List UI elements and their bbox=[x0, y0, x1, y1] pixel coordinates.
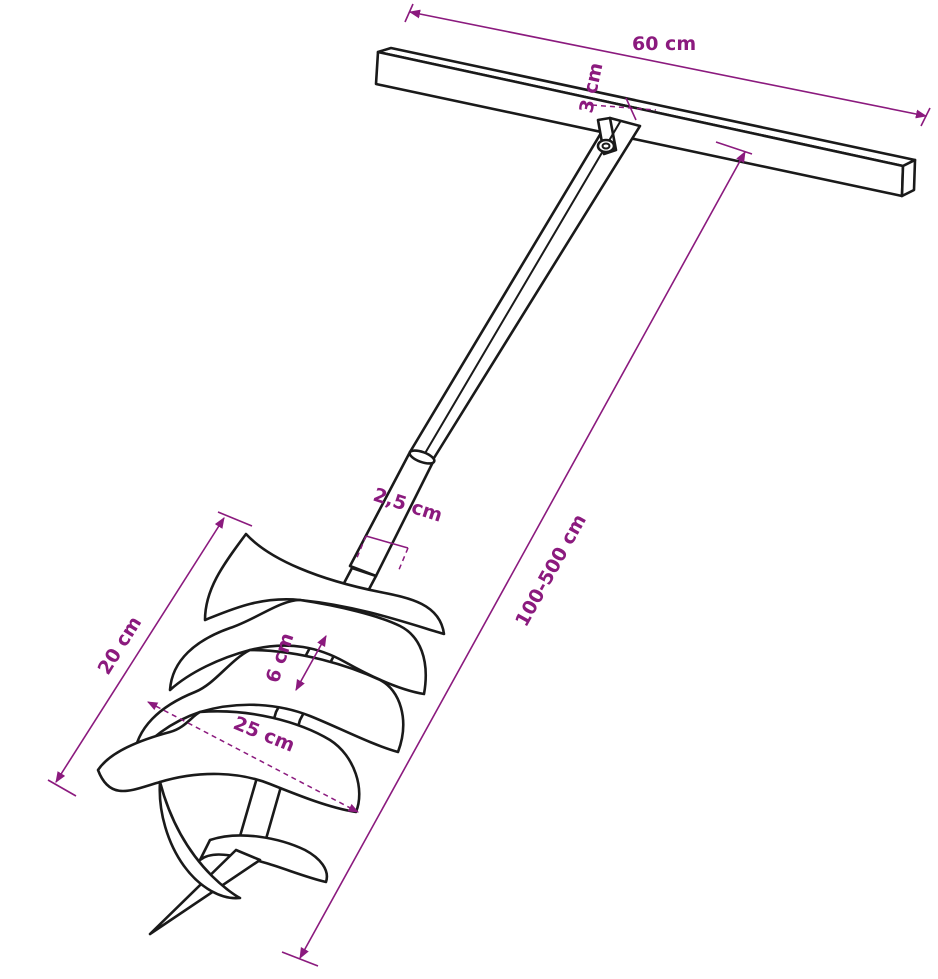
t-handle-crossbar bbox=[374, 46, 917, 198]
label-handle-width: 60 cm bbox=[632, 33, 696, 55]
dim-total-length-line bbox=[299, 151, 746, 959]
square-shaft bbox=[408, 116, 642, 460]
dim-auger-diameter-line bbox=[147, 701, 359, 813]
label-total-length: 100-500 cm bbox=[511, 511, 591, 631]
label-auger-length: 20 cm bbox=[94, 613, 147, 679]
dim-thickness-line bbox=[591, 104, 657, 111]
dim-handle-width-line bbox=[408, 9, 928, 119]
dimension-lines bbox=[47, 3, 931, 967]
dim-auger-length-line bbox=[55, 517, 225, 783]
dim-flight-pitch-line bbox=[295, 635, 327, 691]
shaft-bolt bbox=[596, 138, 616, 154]
dim-shaft-diameter-line bbox=[365, 535, 409, 549]
